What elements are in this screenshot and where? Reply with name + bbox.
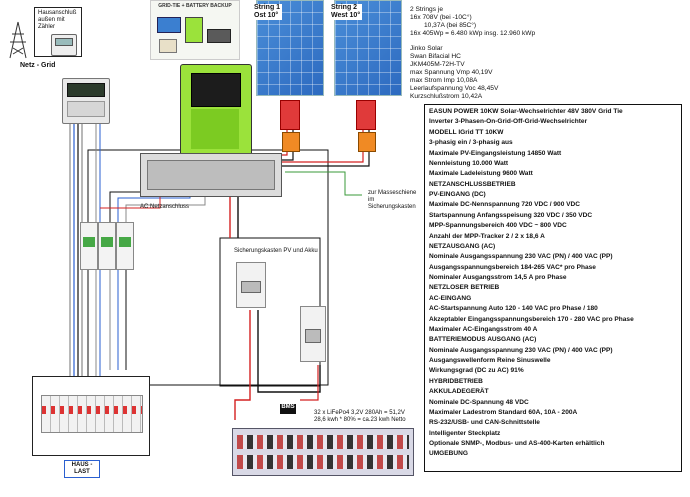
- string1-label: String 1: [254, 4, 281, 11]
- spec-line: Akzeptabler Eingangsspannungsbereich 170…: [429, 315, 634, 323]
- spec-line: Anzahl der MPP-Tracker 2 / 2 x 18,6 A: [429, 232, 545, 240]
- spec-line: AC-EINGANG: [429, 294, 472, 302]
- spec-line: Ausgangswellenform Reine Sinuswelle: [429, 357, 551, 364]
- string-info-line2: 16x 708V (bei -10C°): [410, 14, 472, 21]
- masseschiene-line2: im: [368, 197, 375, 203]
- spec-line: NETZANSCHLUSSBETRIEB: [429, 180, 516, 188]
- house-distribution-box: [32, 376, 150, 456]
- spec-line: Wirkungsgrad (DC zu AC) 91%: [429, 367, 524, 375]
- meter-caption-line1: Hausanschluß: [38, 10, 77, 16]
- grid-pylon-icon: [6, 20, 30, 60]
- masseschiene-line1: zur Masseschiene: [368, 190, 417, 196]
- banner-house-icon: [159, 39, 177, 53]
- spec-line: Nennleistung 10.000 Watt: [429, 159, 509, 167]
- spec-line: Maximaler AC-Eingangsstrom 40 A: [429, 325, 538, 333]
- hybrid-inverter: [180, 64, 252, 156]
- spec-line: AKKULADEGERÄT: [429, 388, 489, 396]
- string-info-line4: 16x 405Wp = 6.480 kWp insg. 12.960 kWp: [410, 30, 536, 37]
- pv-fuse-string1: [282, 132, 300, 152]
- spec-line: Maximale PV-Eingangsleistung 14850 Watt: [429, 149, 562, 157]
- string-info-line3: 10,37A (bei 85C°): [424, 22, 477, 29]
- solar-info-line1: Jinko Solar: [410, 45, 443, 52]
- masseschiene-line3: Sicherungskasten: [368, 204, 416, 210]
- spec-line: Ausgangsspannungsbereich 184-265 VAC* pr…: [429, 263, 596, 271]
- solar-info-line5: max Strom Imp 10,08A: [410, 77, 478, 84]
- string-info: 2 Strings je 16x 708V (bei -10C°) 10,37A…: [410, 6, 580, 38]
- solar-info-line7: Kurzschlußstrom 10,42A: [410, 93, 483, 100]
- meter-caption-line3: Zähler: [38, 24, 56, 30]
- string2-label: String 2: [331, 4, 358, 11]
- string1-caption: String 1 Ost 10°: [252, 4, 283, 20]
- solar-info-line6: Leerlaufspannung Voc 48,45V: [410, 85, 499, 92]
- house-connection-box: Hausanschluß außen mit Zähler: [34, 7, 82, 57]
- banner-inverter-icon: [185, 17, 203, 43]
- pv-breaker-string2: [356, 100, 376, 130]
- string2-caption: String 2 West 10°: [329, 4, 363, 20]
- solar-info-line2: Swan Bifacial HC: [410, 53, 461, 60]
- spec-line: Maximaler Ladestrom Standard 60A, 10A - …: [429, 408, 578, 416]
- meter-caption-line2: außen mit: [38, 17, 65, 23]
- battery-main-breaker: [300, 306, 326, 362]
- spec-line: RS-232/USB- und CAN-Schnittstelle: [429, 419, 540, 427]
- battery-spec-line2: 28,6 kwh * 80% = ca.23 kwh Netto: [314, 417, 406, 423]
- digital-meter: [62, 78, 110, 124]
- spec-line: AC-Startspannung Auto 120 - 140 VAC pro …: [429, 305, 598, 313]
- spec-line: MODELL IGrid TT 10KW: [429, 128, 504, 136]
- spec-line: NETZLOSER BETRIEB: [429, 284, 500, 292]
- solar-module-info: Jinko Solar Swan Bifacial HC JKM405M-72H…: [410, 45, 580, 101]
- string2-orientation: West 10°: [331, 12, 361, 19]
- spec-line: Nominale Ausgangsspannung 230 VAC (PN) /…: [429, 346, 613, 354]
- inverter-display: [191, 73, 241, 107]
- pv-breaker-string1: [280, 100, 300, 130]
- energy-meter-icon: [51, 34, 77, 56]
- spec-line: Nominale DC-Spannung 48 VDC: [429, 398, 529, 406]
- sicherungskasten-label: Sicherungskasten PV und Akku: [234, 248, 318, 255]
- spec-line: Maximale Ladeleistung 9600 Watt: [429, 170, 533, 178]
- spec-line: UMGEBUNG: [429, 450, 468, 458]
- pv-fuse-string2: [358, 132, 376, 152]
- grid-label: Netz - Grid: [20, 62, 56, 69]
- battery-spec-line1: 32 x LiFePo4 3,2V 280Ah = 51,2V: [314, 410, 405, 416]
- banner-battery-icon: [207, 29, 231, 43]
- string1-orientation: Ost 10°: [254, 12, 279, 19]
- spec-line: MPP-Spannungsbereich 400 VDC ~ 800 VDC: [429, 222, 567, 230]
- inverter-terminal-panel: [140, 153, 282, 197]
- inverter-spec-panel: EASUN POWER 10KW Solar-Wechselrichter 48…: [424, 104, 682, 472]
- battery-spec: 32 x LiFePo4 3,2V 280Ah = 51,2V 28,6 kwh…: [314, 410, 406, 424]
- spec-line: PV-EINGANG (DC): [429, 191, 486, 198]
- ac-netzanschluss-label: AC Netzanschluss: [140, 204, 190, 210]
- spec-line: Startspannung Anfangsspeisung 320 VDC / …: [429, 211, 593, 219]
- solar-info-line3: JKM405M-72H-TV: [410, 61, 465, 68]
- battery-bank: [232, 428, 414, 476]
- spec-line: Optionale SNMP-, Modbus- und AS-400-Kart…: [429, 440, 605, 447]
- masseschiene-label: zur Masseschiene im Sicherungskasten: [368, 190, 416, 211]
- spec-line: NETZAUSGANG (AC): [429, 242, 496, 250]
- spec-line: HYBRIDBETRIEB: [429, 377, 483, 385]
- ac-contactor-group: [80, 222, 134, 270]
- spec-line: EASUN POWER 10KW Solar-Wechselrichter 48…: [429, 108, 623, 115]
- grid-tie-banner: GRID-TIE + BATTERY BACKUP: [150, 0, 240, 60]
- spec-line: Nominaler Ausgangsstrom 14,5 A pro Phase: [429, 274, 567, 281]
- spec-line: Inverter 3-Phasen-On-Grid-Off-Grid-Wechs…: [429, 118, 588, 126]
- banner-title: GRID-TIE + BATTERY BACKUP: [158, 3, 232, 9]
- haus-last-label: HAUS - LAST: [64, 460, 100, 478]
- spec-line: Maximale DC-Nennspannung 720 VDC / 900 V…: [429, 201, 580, 209]
- solar-info-line4: max Spannung Vmp 40,19V: [410, 69, 493, 76]
- pv-akku-breaker: [236, 262, 266, 308]
- spec-line: Nominale Ausgangsspannung 230 VAC (PN) /…: [429, 253, 613, 261]
- bms-badge: BMS: [280, 404, 296, 414]
- spec-line: 3-phasig ein / 3-phasig aus: [429, 139, 513, 147]
- spec-line: Intelligenter Steckplatz: [429, 429, 501, 437]
- spec-line: BATTERIEMODUS AUSGANG (AC): [429, 336, 537, 344]
- string-info-line1: 2 Strings je: [410, 6, 443, 13]
- banner-panel-icon: [157, 17, 181, 33]
